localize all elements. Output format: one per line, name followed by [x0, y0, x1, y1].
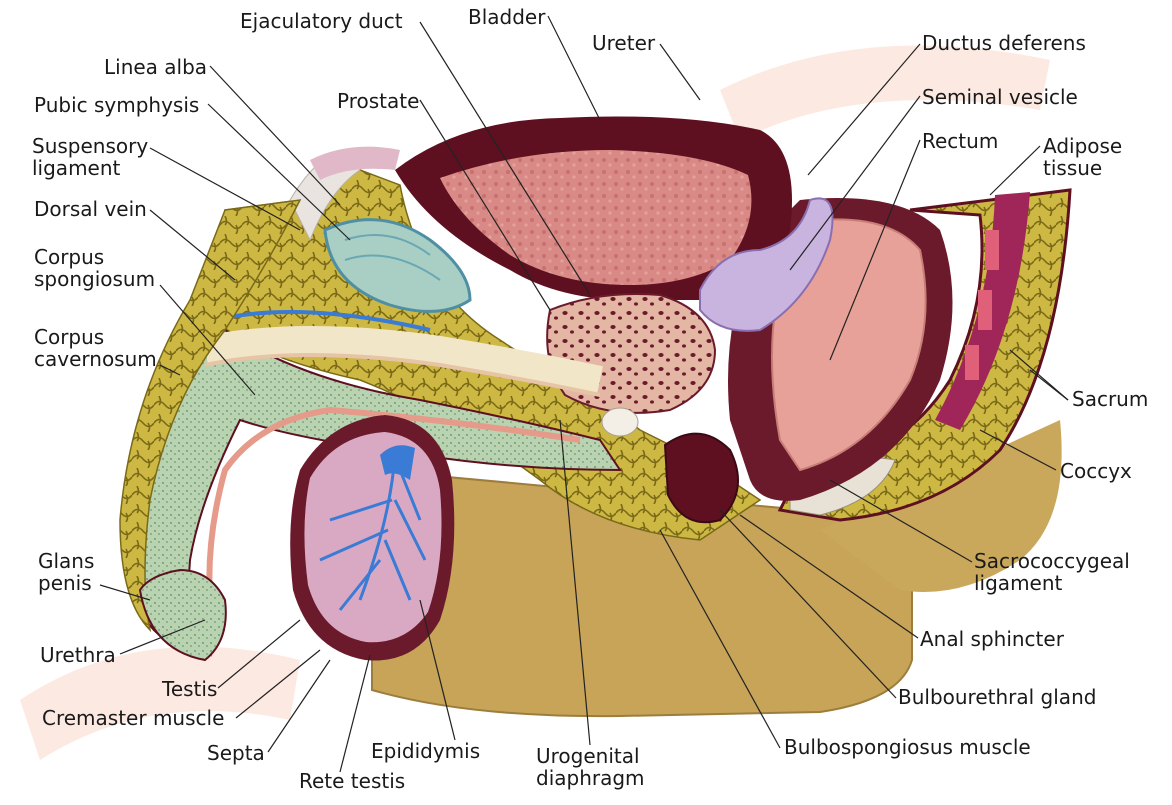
label-ductus-deferens: Ductus deferens: [922, 31, 1086, 55]
label-seminal-vesicle: Seminal vesicle: [922, 85, 1078, 109]
label-ejaculatory-duct: Ejaculatory duct: [240, 9, 403, 33]
glans-penis-region: [138, 568, 227, 662]
label-glans-penis: Glans penis: [38, 549, 95, 595]
label-corpus-spongiosum: Corpus spongiosum: [34, 245, 156, 291]
label-sacrococcygeal-ligament: Sacrococcygeal ligament: [974, 549, 1130, 595]
label-bladder: Bladder: [468, 5, 546, 29]
label-coccyx: Coccyx: [1060, 459, 1132, 483]
label-rete-testis: Rete testis: [299, 769, 406, 793]
label-rectum: Rectum: [922, 129, 999, 153]
label-bulbourethral-gland: Bulbourethral gland: [898, 685, 1097, 709]
label-testis: Testis: [162, 677, 218, 701]
label-pubic-symphysis: Pubic symphysis: [34, 93, 200, 117]
prostate-region: [546, 293, 717, 414]
anal-sphincter-region: [663, 432, 739, 524]
label-ureter: Ureter: [592, 31, 656, 55]
label-suspensory-ligament: Suspensory ligament: [32, 134, 149, 180]
label-cremaster-muscle: Cremaster muscle: [42, 706, 225, 730]
label-linea-alba: Linea alba: [104, 55, 208, 79]
label-dorsal-vein: Dorsal vein: [34, 197, 147, 221]
label-urethra: Urethra: [40, 643, 116, 667]
label-epididymis: Epididymis: [371, 739, 481, 763]
label-urogenital-diaphragm: Urogenital diaphragm: [536, 744, 645, 790]
label-sacrum: Sacrum: [1072, 387, 1149, 411]
label-septa: Septa: [207, 741, 265, 765]
label-bulbospongiosus-muscle: Bulbospongiosus muscle: [784, 735, 1031, 759]
label-anal-sphincter: Anal sphincter: [920, 627, 1064, 651]
label-prostate: Prostate: [337, 89, 420, 113]
label-corpus-cavernosum: Corpus cavernosum: [34, 325, 157, 371]
label-adipose-tissue: Adipose tissue: [1043, 134, 1123, 180]
